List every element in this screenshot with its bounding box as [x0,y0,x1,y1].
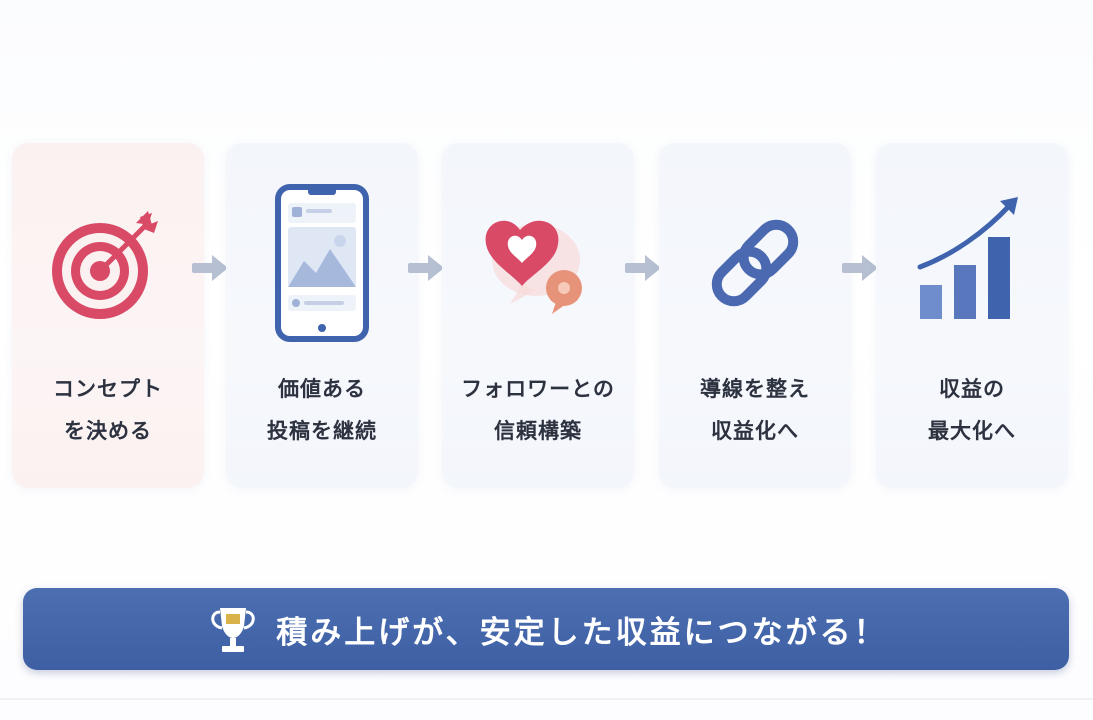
diagram-frame [0,698,1093,700]
arrow-right-icon [625,255,661,281]
step-label: 価値ある 投稿を継続 [267,377,377,443]
step-label: コンセプト を決める [53,377,163,443]
step-card-maximize: 収益の 最大化へ [876,143,1068,488]
step-card-posting: 価値ある 投稿を継続 [226,143,418,488]
arrow-right-icon [408,255,444,281]
smartphone-icon [226,183,418,343]
chain-link-icon [659,183,851,343]
trophy-icon [211,608,256,652]
step-card-funnel: 導線を整え 収益化へ [659,143,851,488]
summary-banner: 積み上げが、安定した収益につながる！ [23,588,1069,670]
heart-chat-icon [442,183,634,343]
target-icon [12,183,204,343]
step-card-concept: コンセプト を決める [12,143,204,488]
step-label: フォロワーとの 信頼構築 [461,377,615,443]
step-label: 導線を整え 収益化へ [700,377,810,443]
step-label: 収益の 最大化へ [928,377,1016,443]
banner-text: 積み上げが、安定した収益につながる！ [276,614,888,651]
growth-chart-icon [876,183,1068,343]
arrow-right-icon [192,255,228,281]
arrow-right-icon [842,255,878,281]
step-card-trust: フォロワーとの 信頼構築 [442,143,634,488]
